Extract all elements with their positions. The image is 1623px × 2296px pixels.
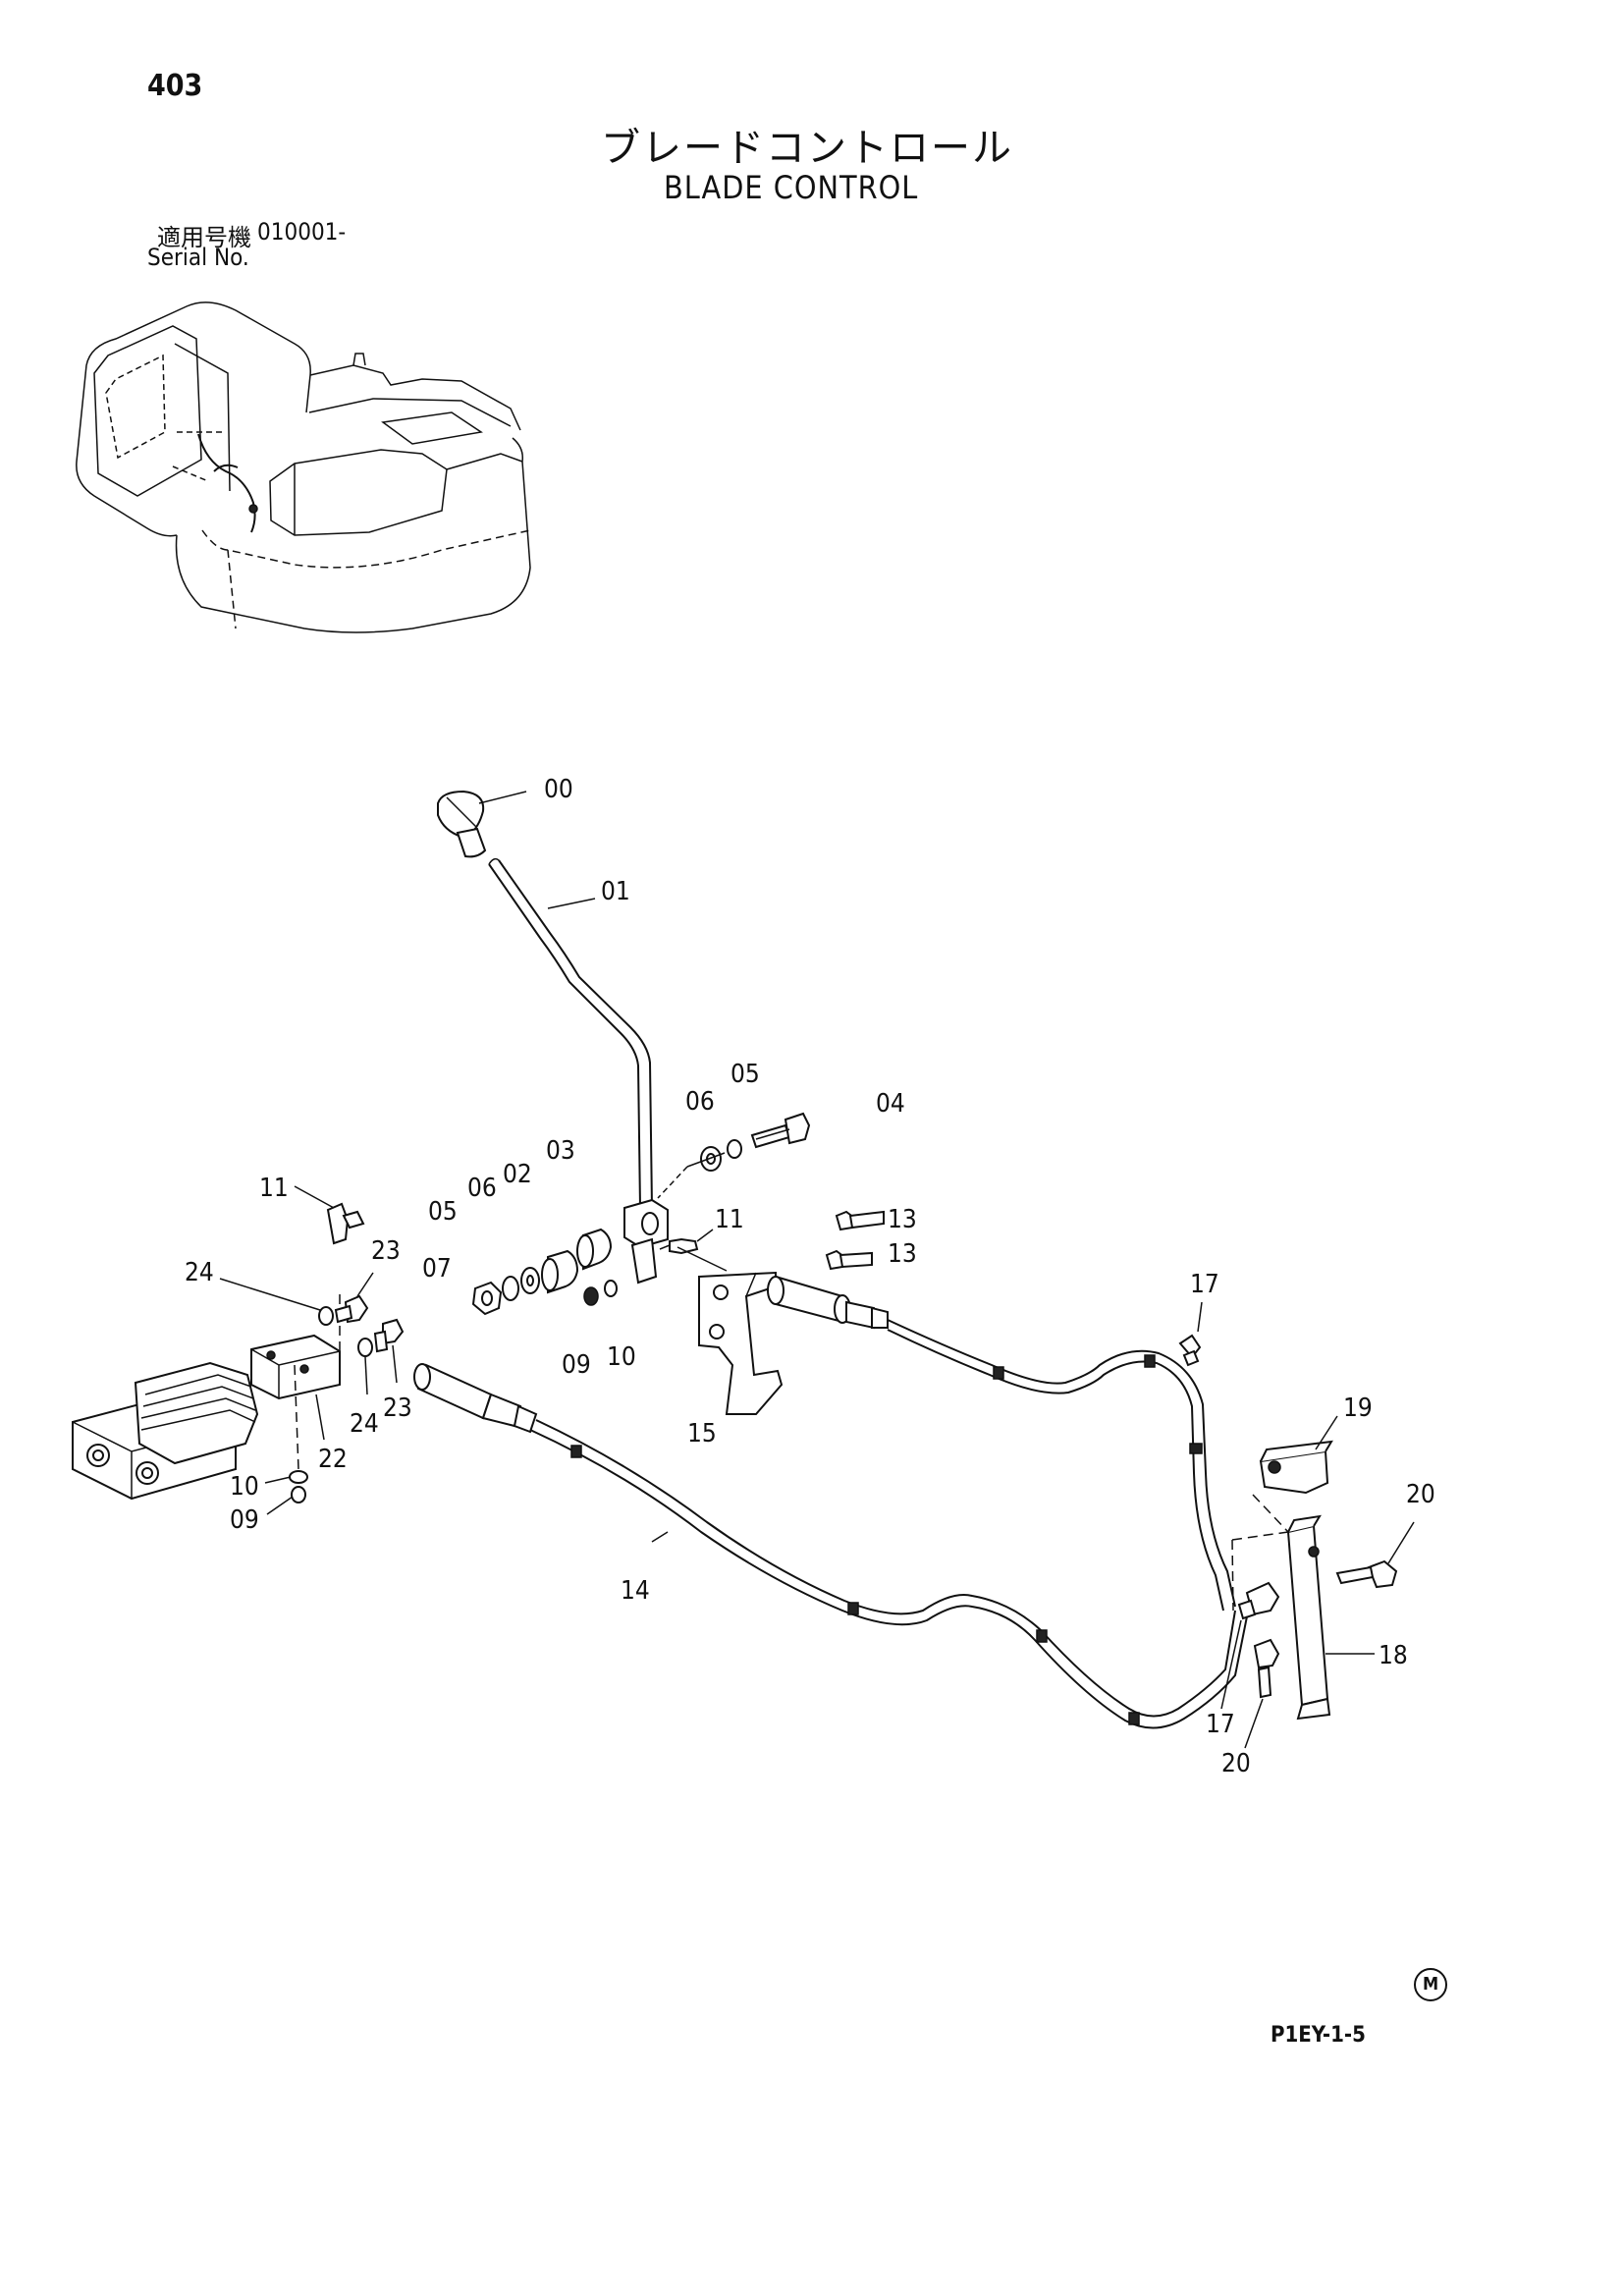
callout-11-left: 11 — [259, 1174, 289, 1203]
callout-13-lower: 13 — [888, 1239, 917, 1269]
callout-24-lower: 24 — [350, 1409, 379, 1439]
part-13-14-cable — [887, 1319, 1236, 1612]
callout-02: 02 — [503, 1160, 532, 1189]
callout-07: 07 — [422, 1254, 452, 1284]
callout-11-right: 11 — [715, 1205, 744, 1234]
part-09-10-lower — [264, 1394, 325, 1515]
callout-19: 19 — [1343, 1394, 1373, 1423]
callout-00: 00 — [544, 775, 573, 804]
callout-05-upper: 05 — [730, 1060, 760, 1089]
serial-label-english: Serial No. — [147, 244, 249, 271]
callout-15: 15 — [687, 1419, 717, 1449]
part-23-bolts — [334, 1272, 405, 1384]
callout-09-left: 09 — [230, 1505, 259, 1535]
pilot-valve-assembly — [72, 1294, 341, 1501]
part-14-cable-lower — [413, 1363, 1248, 1729]
part-11-elbow-right — [696, 1229, 714, 1242]
part-24-washers — [219, 1278, 373, 1395]
callout-17-lower: 17 — [1206, 1710, 1235, 1739]
part-18-stay — [1231, 1494, 1375, 1721]
callout-23-upper: 23 — [371, 1236, 401, 1266]
callout-05-lower: 05 — [428, 1197, 458, 1227]
serial-value: 010001- — [257, 218, 347, 246]
lever-base-assembly — [471, 1198, 699, 1316]
callout-06-upper: 06 — [685, 1087, 715, 1117]
callout-09-center: 09 — [562, 1350, 591, 1380]
callout-17-upper: 17 — [1190, 1270, 1219, 1299]
callout-24-left: 24 — [185, 1258, 214, 1287]
serial-label-japanese: 適用号機 — [157, 224, 251, 251]
callout-20-lower: 20 — [1221, 1749, 1251, 1778]
cable-upper-end — [767, 1275, 889, 1330]
part-01-lever-rod — [488, 857, 653, 1209]
part-11-elbow-left — [294, 1185, 365, 1245]
part-17-clamp-upper — [1178, 1301, 1203, 1367]
callout-18: 18 — [1379, 1641, 1408, 1670]
machine-location-sketch — [76, 301, 531, 633]
m-mark-symbol: M — [1414, 1968, 1447, 2001]
part-17-clamp-lower — [1220, 1581, 1280, 1710]
callout-01: 01 — [601, 877, 630, 906]
callout-04: 04 — [876, 1089, 905, 1119]
callout-06-lower: 06 — [467, 1174, 497, 1203]
callout-14: 14 — [621, 1576, 650, 1606]
callout-20-right: 20 — [1406, 1480, 1435, 1509]
callout-23-lower: 23 — [383, 1394, 412, 1423]
callout-10-center: 10 — [607, 1342, 636, 1372]
title-japanese: ブレードコントロール — [601, 126, 1013, 171]
part-20-bolts — [1244, 1521, 1415, 1749]
callout-03: 03 — [546, 1136, 575, 1166]
callout-13-upper: 13 — [888, 1205, 917, 1234]
part-00-knob — [437, 790, 527, 858]
part-15-bracket — [676, 1210, 885, 1415]
drawing-code: P1EY-1-5 — [1271, 2023, 1366, 2048]
callout-10-left: 10 — [230, 1472, 259, 1502]
page-number: 403 — [147, 69, 203, 103]
part-04-bolt-stack — [657, 1112, 811, 1199]
part-19-bracket — [1259, 1415, 1338, 1495]
title-english: BLADE CONTROL — [664, 169, 919, 206]
callout-22: 22 — [318, 1445, 348, 1474]
